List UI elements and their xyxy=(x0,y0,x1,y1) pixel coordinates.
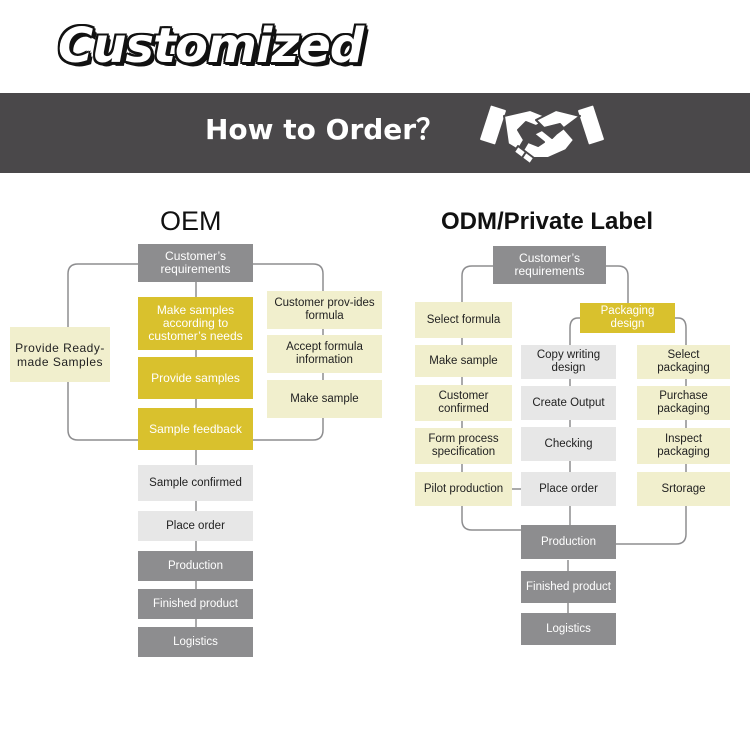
headline: Customized xyxy=(58,18,364,74)
banner-title: How to Order？ xyxy=(205,113,445,146)
banner xyxy=(0,93,750,173)
odm-storage: Srtorage xyxy=(637,472,730,506)
odm-customer-confirmed: Customer confirmed xyxy=(415,385,512,421)
odm-copy-writing: Copy writing design xyxy=(521,345,616,379)
odm-pilot-production: Pilot production xyxy=(415,472,512,506)
odm-right-loop xyxy=(606,265,629,303)
oem-place-order: Place order xyxy=(138,511,253,541)
odm-finished-product: Finished product xyxy=(521,571,616,603)
odm-purchase-packaging: Purchase packaging xyxy=(637,386,730,420)
oem-finished-product: Finished product xyxy=(138,589,253,619)
oem-provide-ready-made: Provide Ready-made Samples xyxy=(10,327,110,382)
oem-customer-requirements: Customer’s requirements xyxy=(138,244,253,282)
odm-checking: Checking xyxy=(521,427,616,461)
odm-place-order: Place order xyxy=(521,472,616,506)
oem-make-samples: Make samples according to customer’s nee… xyxy=(138,297,253,350)
odm-form-process: Form process specification xyxy=(415,428,512,464)
odm-select-formula: Select formula xyxy=(415,302,512,338)
odm-title: ODM/Private Label xyxy=(441,208,654,235)
odm-make-sample: Make sample xyxy=(415,345,512,377)
oem-production: Production xyxy=(138,551,253,581)
oem-provide-samples: Provide samples xyxy=(138,357,253,399)
handshake-icon xyxy=(478,103,606,165)
odm-pack-left xyxy=(569,317,580,540)
oem-sample-confirmed: Sample confirmed xyxy=(138,465,253,501)
odm-logistics: Logistics xyxy=(521,613,616,645)
odm-select-packaging: Select packaging xyxy=(637,345,730,379)
oem-sample-feedback: Sample feedback xyxy=(138,408,253,450)
odm-production: Production xyxy=(521,525,616,559)
odm-inspect-packaging: Inspect packaging xyxy=(637,428,730,464)
odm-customer-requirements: Customer’s requirements xyxy=(493,246,606,284)
oem-customer-formula: Customer prov-ides formula xyxy=(267,291,382,329)
odm-create-output: Create Output xyxy=(521,386,616,420)
odm-packaging-design: Packaging design xyxy=(580,303,675,333)
oem-title: OEM xyxy=(160,206,222,236)
oem-accept-formula: Accept formula information xyxy=(267,335,382,373)
oem-make-sample: Make sample xyxy=(267,380,382,418)
oem-logistics: Logistics xyxy=(138,627,253,657)
